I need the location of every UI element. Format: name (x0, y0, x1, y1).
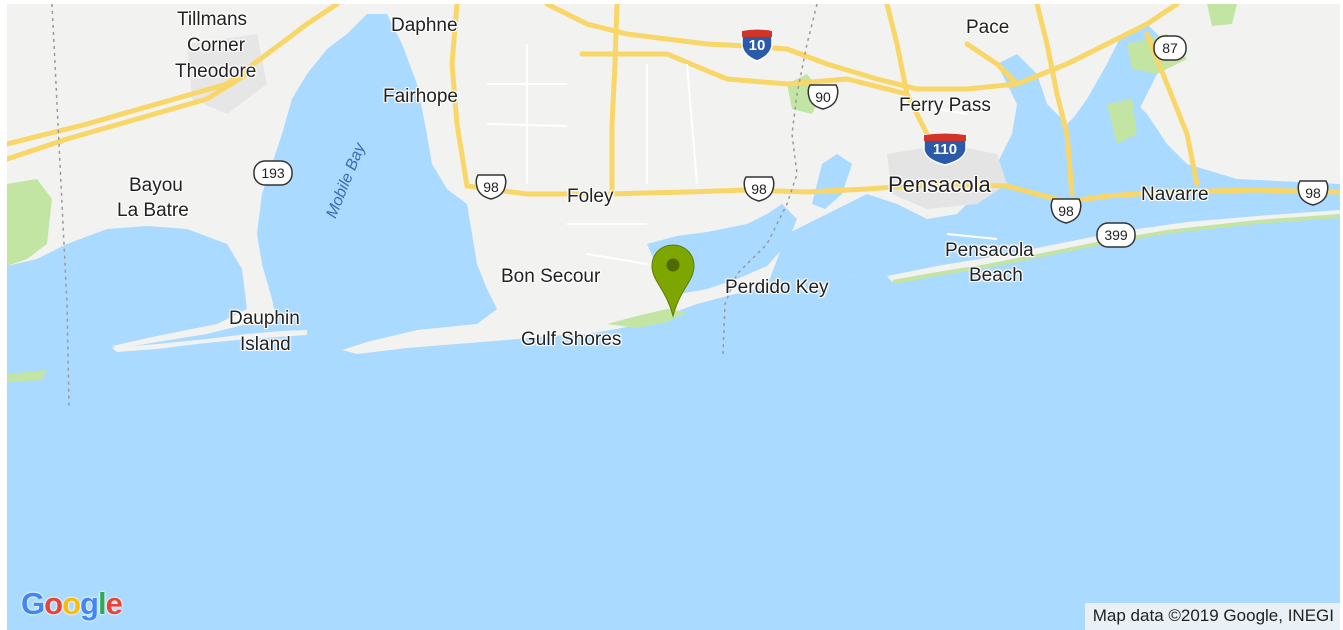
place-label-pensacola-beach-2: Beach (969, 265, 1023, 286)
map-canvas[interactable]: Tillmans Corner Theodore Daphne Fairhope… (7, 4, 1340, 630)
us-shield-icon (1050, 198, 1082, 224)
us-shield-icon (743, 176, 775, 202)
logo-letter: e (105, 586, 123, 621)
place-label-island: Island (240, 334, 291, 355)
state-shield-icon (1096, 222, 1136, 248)
park-beach-strip (892, 214, 1340, 284)
state-route-shield-87: 87 (1153, 35, 1187, 61)
state-shield-icon (253, 160, 293, 186)
water-pensacola-bay (767, 54, 1340, 286)
state-route-shield-193: 193 (253, 160, 293, 186)
place-label-la-batre: La Batre (117, 200, 189, 221)
interstate-shield-icon (923, 132, 967, 166)
route-number: 193 (261, 165, 285, 181)
logo-letter: o (62, 586, 81, 621)
place-label-foley: Foley (567, 186, 614, 207)
place-label-gulf-shores: Gulf Shores (521, 329, 622, 350)
place-label-tillmans: Tillmans (177, 9, 248, 30)
urban-mobile (187, 34, 267, 114)
route-number: 90 (815, 89, 831, 105)
interstate-shield-number: 110 (932, 141, 958, 158)
interstate-shield-110: 110 (922, 132, 968, 166)
us-shield-icon (807, 84, 839, 110)
map-attribution: Map data ©2019 Google, INEGI (1084, 603, 1340, 630)
place-label-dauphin: Dauphin (229, 308, 300, 329)
urban-pensacola (887, 144, 1007, 209)
place-label-theodore: Theodore (175, 61, 257, 82)
us-route-shield-98-a: 98 (474, 174, 508, 200)
logo-letter: G (21, 586, 45, 621)
state-shield-icon (1153, 35, 1187, 61)
minor-roads (486, 44, 998, 265)
route-number: 98 (1305, 185, 1321, 201)
state-route-shield-399: 399 (1096, 222, 1136, 248)
logo-letter: g (80, 586, 99, 621)
place-label-pace: Pace (966, 17, 1010, 38)
park-west (7, 179, 52, 266)
place-label-bayou: Bayou (129, 175, 183, 196)
land-dauphin-island (112, 330, 307, 352)
place-label-ferry-pass: Ferry Pass (899, 95, 991, 116)
place-label-pensacola-beach-1: Pensacola (945, 240, 1034, 261)
park-north-4 (1107, 99, 1137, 144)
google-logo[interactable]: Google (21, 586, 123, 622)
route-number: 98 (1058, 203, 1074, 219)
us-shield-icon (1297, 180, 1329, 206)
us-route-shield-98-d: 98 (1296, 180, 1330, 206)
interstate-shield-10: 10 (740, 28, 774, 62)
park-gulf-shores (607, 309, 687, 328)
park-sw (7, 370, 47, 382)
us-route-shield-90: 90 (806, 84, 840, 110)
location-marker[interactable] (650, 243, 696, 318)
us-shield-icon (475, 174, 507, 200)
place-label-corner: Corner (187, 35, 246, 56)
place-label-navarre: Navarre (1141, 184, 1209, 205)
us-route-shield-98-b: 98 (742, 176, 776, 202)
place-label-perdido-key: Perdido Key (725, 277, 829, 298)
place-label-fairhope: Fairhope (383, 86, 458, 107)
place-label-daphne: Daphne (391, 15, 458, 36)
route-number: 98 (751, 181, 767, 197)
place-label-bon-secour: Bon Secour (501, 266, 601, 287)
route-number: 399 (1104, 227, 1128, 243)
route-number: 98 (483, 179, 499, 195)
logo-letter: o (44, 586, 63, 621)
land-mainland (7, 4, 1340, 354)
interstate-shield-number: 10 (748, 37, 766, 54)
water-river (812, 154, 852, 209)
place-label-pensacola: Pensacola (888, 172, 991, 197)
route-number: 87 (1162, 40, 1178, 56)
interstate-shield-icon (741, 28, 773, 62)
park-north-3 (1207, 4, 1237, 26)
map-pin-icon (651, 244, 695, 318)
us-route-shield-98-c: 98 (1049, 198, 1083, 224)
logo-letter: l (97, 586, 107, 621)
